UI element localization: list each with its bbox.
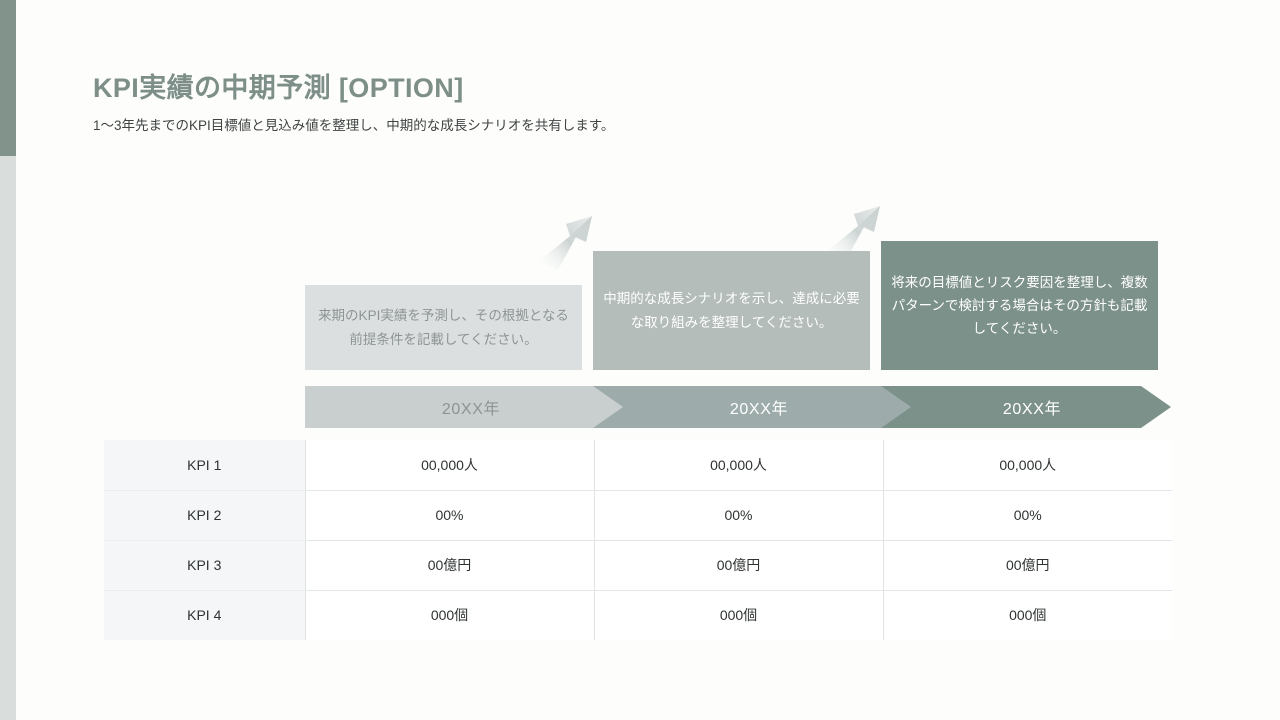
kpi-cell-year3: 000個 [883,590,1172,640]
kpi-cell-year1: 000個 [305,590,595,640]
page-title: KPI実績の中期予測 [OPTION] [93,73,464,103]
table-row: KPI 2 00% 00% 00% [104,490,1172,541]
kpi-cell-year2: 00億円 [594,540,884,591]
kpi-row-label: KPI 4 [104,590,306,640]
timeline-band: 20XX年 20XX年 20XX年 [305,386,1171,428]
note-box-year2: 中期的な成長シナリオを示し、達成に必要な取り組みを整理してください。 [593,251,870,370]
kpi-cell-year1: 00% [305,490,595,541]
note-box-year3: 将来の目標値とリスク要因を整理し、複数パターンで検討する場合はその方針も記載して… [881,241,1158,370]
kpi-cell-year1: 00,000人 [305,440,595,491]
kpi-row-label: KPI 1 [104,440,306,491]
timeline-chevron-year2-label: 20XX年 [729,401,789,418]
timeline-chevron-year1-label: 20XX年 [441,401,501,418]
slide-edge-accent-gray [0,156,16,720]
kpi-cell-year1: 00億円 [305,540,595,591]
kpi-cell-year3: 00億円 [883,540,1172,591]
timeline-chevron-year2[interactable]: 20XX年 [593,386,913,428]
timeline-chevron-year3[interactable]: 20XX年 [881,386,1171,428]
timeline-chevron-year1[interactable]: 20XX年 [305,386,625,428]
kpi-cell-year3: 00,000人 [883,440,1172,491]
kpi-cell-year3: 00% [883,490,1172,541]
table-row: KPI 3 00億円 00億円 00億円 [104,540,1172,591]
arrow-up-right-icon [538,216,592,270]
note-box-year1-text: 来期のKPI実績を予測し、その根拠となる前提条件を記載してください。 [318,308,569,347]
kpi-table: KPI 1 00,000人 00,000人 00,000人 KPI 2 00% … [104,440,1172,640]
kpi-cell-year2: 000個 [594,590,884,640]
arrow-up-right-icon [826,206,880,260]
kpi-row-label: KPI 2 [104,490,306,541]
kpi-cell-year2: 00,000人 [594,440,884,491]
slide-header: KPI実績の中期予測 [OPTION] 1〜3年先までのKPI目標値と見込み値を… [93,72,1193,136]
table-row: KPI 4 000個 000個 000個 [104,590,1172,640]
kpi-cell-year2: 00% [594,490,884,541]
note-box-year3-text: 将来の目標値とリスク要因を整理し、複数パターンで検討する場合はその方針も記載して… [891,274,1148,337]
page-subtitle: 1〜3年先までのKPI目標値と見込み値を整理し、中期的な成長シナリオを共有します… [93,117,615,133]
note-box-year1: 来期のKPI実績を予測し、その根拠となる前提条件を記載してください。 [305,285,582,370]
slide-edge-accent-green [0,0,16,156]
note-box-year2-text: 中期的な成長シナリオを示し、達成に必要な取り組みを整理してください。 [603,291,860,330]
timeline-chevron-year3-label: 20XX年 [1002,401,1062,418]
table-row: KPI 1 00,000人 00,000人 00,000人 [104,440,1172,491]
kpi-row-label: KPI 3 [104,540,306,591]
